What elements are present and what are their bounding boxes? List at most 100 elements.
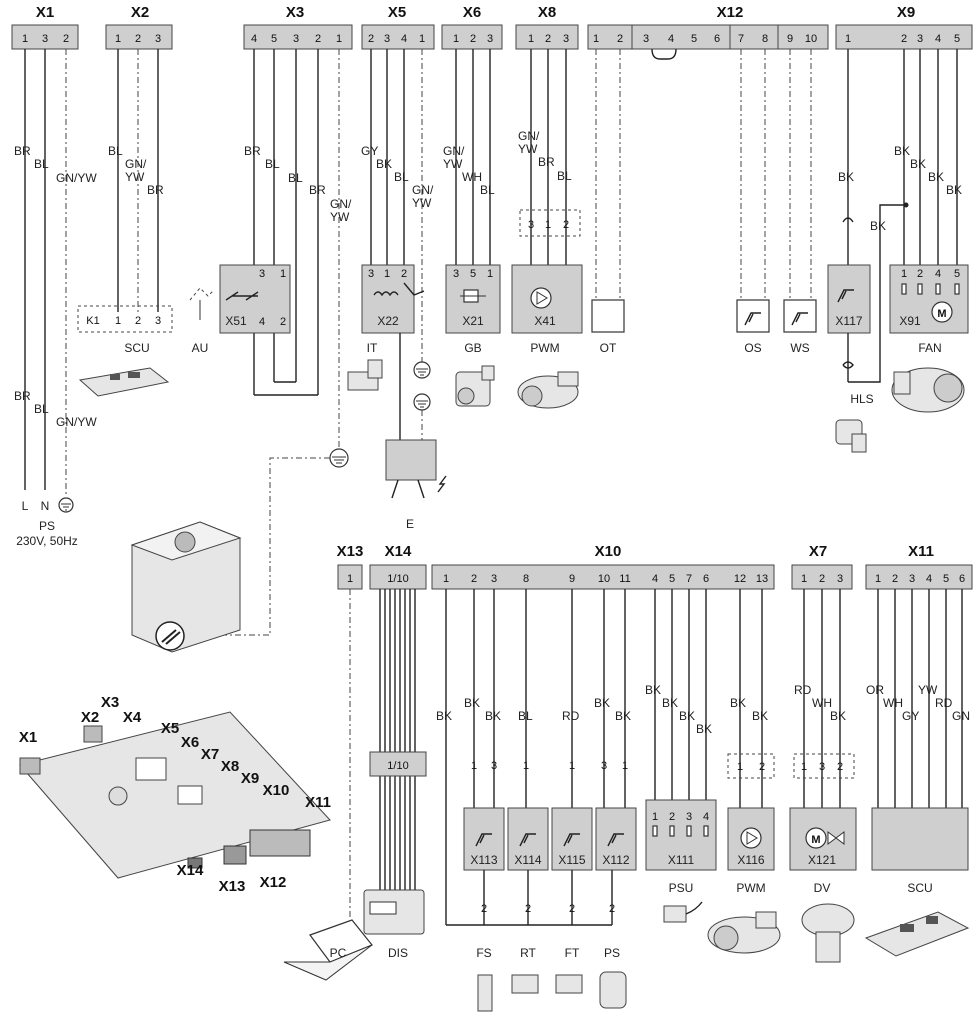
psu-label: PSU <box>669 881 694 895</box>
x7-color-label: RD <box>794 683 812 697</box>
x9-pin: 4 <box>935 33 941 45</box>
electrode-box <box>385 439 437 481</box>
x121-label: X121 <box>808 853 836 867</box>
connector-x12-title: X12 <box>717 4 744 21</box>
x6-pin: 2 <box>470 33 476 45</box>
x10-pin: 3 <box>491 573 497 585</box>
x10-pin-numbers: 1 2 3 8 9 10 11 4 5 7 6 12 13 <box>443 573 768 585</box>
board-label: X5 <box>161 720 179 737</box>
board-label: X3 <box>101 694 119 711</box>
sensor-icon <box>519 833 536 847</box>
x5-color-label: GN/ <box>412 183 434 197</box>
x14-mid-label: 1/10 <box>387 760 408 772</box>
x121-pin: 2 <box>837 761 843 773</box>
x12-pin: 4 <box>668 33 674 45</box>
connector-x5-title: X5 <box>388 4 406 21</box>
x116-box <box>727 807 775 871</box>
x10-color-label: BK <box>594 696 610 710</box>
x10-pin: 6 <box>703 573 709 585</box>
x14-mid-block <box>369 751 427 777</box>
connector-x8-block <box>515 24 579 50</box>
x91-pin: 2 <box>917 268 923 280</box>
x6-color-label: BL <box>480 183 495 197</box>
pwm2-label: PWM <box>736 881 765 895</box>
board-connector-labels: X1 X2 X3 X4 X5 X6 X7 X8 X9 X10 X11 X14 X… <box>19 694 331 895</box>
connector-x12-block <box>587 24 829 50</box>
connector-x1-title: X1 <box>36 4 54 21</box>
x6-color-label: WH <box>462 170 482 184</box>
connector-x10-title: X10 <box>595 543 622 560</box>
x5-pin: 2 <box>368 33 374 45</box>
x10-color-label: BL <box>518 709 533 723</box>
connector-x6-title: X6 <box>463 4 481 21</box>
sensor-icon <box>607 833 624 847</box>
ws-box <box>783 299 817 333</box>
x3-color-label: BR <box>244 144 261 158</box>
x12-pin: 6 <box>714 33 720 45</box>
x6-color-label: GN/ <box>443 144 465 158</box>
x112-box <box>595 807 637 871</box>
x11-pin: 1 <box>875 573 881 585</box>
x111-pin-slots <box>652 825 709 837</box>
x114-label: X114 <box>514 853 541 867</box>
connector-x1-block <box>11 24 79 50</box>
junction-dot <box>903 202 909 208</box>
x9-pin: 3 <box>917 33 923 45</box>
x9-pin: 1 <box>845 33 851 45</box>
x12-pin: 2 <box>617 33 623 45</box>
gb-label: GB <box>464 341 481 355</box>
x111-pin: 3 <box>686 811 692 823</box>
valve-motor-symbol: M <box>811 834 820 846</box>
ot-box <box>591 299 625 333</box>
x114-box <box>507 807 549 871</box>
x14-ribbon-cable <box>379 589 416 890</box>
x11-pin: 3 <box>909 573 915 585</box>
dv-label: DV <box>814 881 831 895</box>
x10-pin: 2 <box>471 573 477 585</box>
x2-pin: 1 <box>115 33 121 45</box>
x1-color-label: BL <box>34 402 49 416</box>
x1-pin-numbers: 1 3 2 <box>22 33 69 45</box>
x9-color-label: BK <box>928 170 944 184</box>
fan-label: FAN <box>918 341 941 355</box>
flow-switch-picture <box>477 974 493 1012</box>
x22-pin: 1 <box>384 268 390 280</box>
x10-inline-pins: 1 3 1 1 3 1 <box>471 760 628 772</box>
x51-pin: 1 <box>280 268 286 280</box>
x10-color-label: BK <box>696 722 712 736</box>
boiler-earth-wire <box>200 457 330 636</box>
x9-color-label: BK <box>870 219 886 233</box>
x12-pin: 3 <box>643 33 649 45</box>
x5-pin: 4 <box>401 33 407 45</box>
x2-color-label: BR <box>147 183 164 197</box>
x111-pin-numbers: 1 2 3 4 <box>652 811 709 823</box>
valve-icon <box>827 831 845 845</box>
x2-pin-numbers: 1 2 3 <box>115 33 161 45</box>
x2-pin: 2 <box>135 33 141 45</box>
connector-x3-title: X3 <box>286 4 304 21</box>
x10-pin: 4 <box>652 573 658 585</box>
x51-pin: 3 <box>259 268 265 280</box>
x21-pin: 5 <box>470 268 476 280</box>
x22-pin: 2 <box>401 268 407 280</box>
x21-pin: 3 <box>453 268 459 280</box>
x10-pin: 1 <box>443 573 449 585</box>
x3-pin: 1 <box>336 33 342 45</box>
x1-color-label: GN/YW <box>56 415 97 429</box>
ignition-transformer-icon <box>373 291 399 297</box>
connector-x13-title: X13 <box>337 543 364 560</box>
x10-inline-pin: 1 <box>622 760 628 772</box>
inline-pin: 2 <box>481 903 487 915</box>
x2-pin: 3 <box>155 33 161 45</box>
x111-pin: 1 <box>652 811 658 823</box>
pc-label: PC <box>330 946 347 960</box>
x11-color-label: GN <box>952 709 970 723</box>
x8-color-label: BR <box>538 155 555 169</box>
x41-label: X41 <box>534 314 556 328</box>
board-label: X9 <box>241 770 259 787</box>
x10-color-label: BK <box>662 696 678 710</box>
ws-label: WS <box>790 341 809 355</box>
au-switch-icon <box>189 287 215 301</box>
x12-pin: 7 <box>738 33 744 45</box>
x2-color-label: BL <box>108 144 123 158</box>
